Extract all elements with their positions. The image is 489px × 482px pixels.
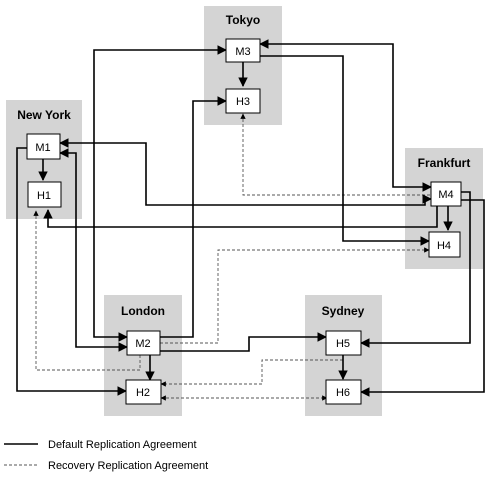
node-h6 [325,379,362,405]
node-m2 [126,330,161,356]
node-m4 [430,181,462,207]
node-m3 [225,38,261,63]
site-label-sydney: Sydney [322,304,365,318]
node-m1 [26,133,61,160]
link-m1-h2 [16,147,127,396]
recovery-link-m2-h1 [33,210,141,371]
link-m4-m1 [59,138,432,206]
site-label-tokyo: Tokyo [226,13,260,27]
link-m4-h1 [43,206,438,228]
link-m4-h6 [360,199,485,397]
link-m4-h5 [360,191,471,348]
node-label-m4: M4 [438,189,453,201]
legend-default-label: Default Replication Agreement [48,439,197,451]
node-label-h4: H4 [437,240,451,252]
node-label-h2: H2 [136,387,150,399]
link-m2-h3 [160,96,227,338]
node-label-m2: M2 [135,338,150,350]
node-h2 [125,379,162,405]
recovery-link-m4-h3 [240,113,430,196]
node-label-m1: M1 [35,142,50,154]
site-label-frankfurt: Frankfurt [418,156,471,170]
node-label-h1: H1 [37,190,51,202]
node-h5 [325,330,362,356]
link-m2-h5 [160,332,327,352]
node-h3 [225,88,261,114]
node-label-h6: H6 [336,387,350,399]
legend-recovery-label: Recovery Replication Agreement [48,460,208,472]
recovery-link-m2-h4 [160,247,430,344]
node-h4 [428,231,461,258]
node-label-h5: H5 [336,338,350,350]
node-h1 [27,181,62,208]
node-label-m3: M3 [235,46,250,58]
link-m3-h4 [260,55,430,246]
node-label-h3: H3 [236,96,250,108]
site-label-london: London [121,304,165,318]
link-m1-m2 [59,148,128,352]
site-label-new-york: New York [17,108,71,122]
recovery-link-h5-h2 [160,355,344,387]
